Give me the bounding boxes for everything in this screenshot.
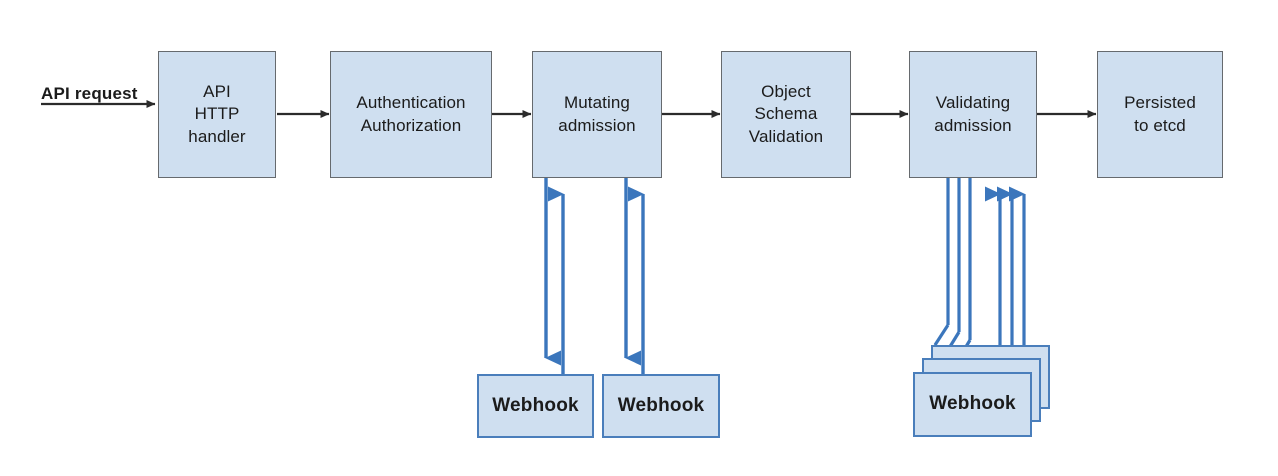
- api-request-label: API request: [41, 84, 138, 103]
- node-object-schema-validation[interactable]: Object Schema Validation: [721, 51, 851, 178]
- node-mutating-webhook-2[interactable]: Webhook: [602, 374, 720, 438]
- connector-validating-webhook-back: [933, 178, 1002, 360]
- node-persisted-to-etcd[interactable]: Persisted to etcd: [1097, 51, 1223, 178]
- node-authentication-authorization[interactable]: Authentication Authorization: [330, 51, 492, 178]
- connector-validating-webhook-mid: [941, 178, 1014, 373]
- node-validating-admission[interactable]: Validating admission: [909, 51, 1037, 178]
- connector-mutating-webhook-1: [544, 178, 565, 374]
- node-mutating-admission[interactable]: Mutating admission: [532, 51, 662, 178]
- connector-mutating-webhook-2: [624, 178, 645, 374]
- node-validating-webhook-front[interactable]: Webhook: [913, 372, 1032, 437]
- node-api-http-handler[interactable]: API HTTP handler: [158, 51, 276, 178]
- node-mutating-webhook-1[interactable]: Webhook: [477, 374, 594, 438]
